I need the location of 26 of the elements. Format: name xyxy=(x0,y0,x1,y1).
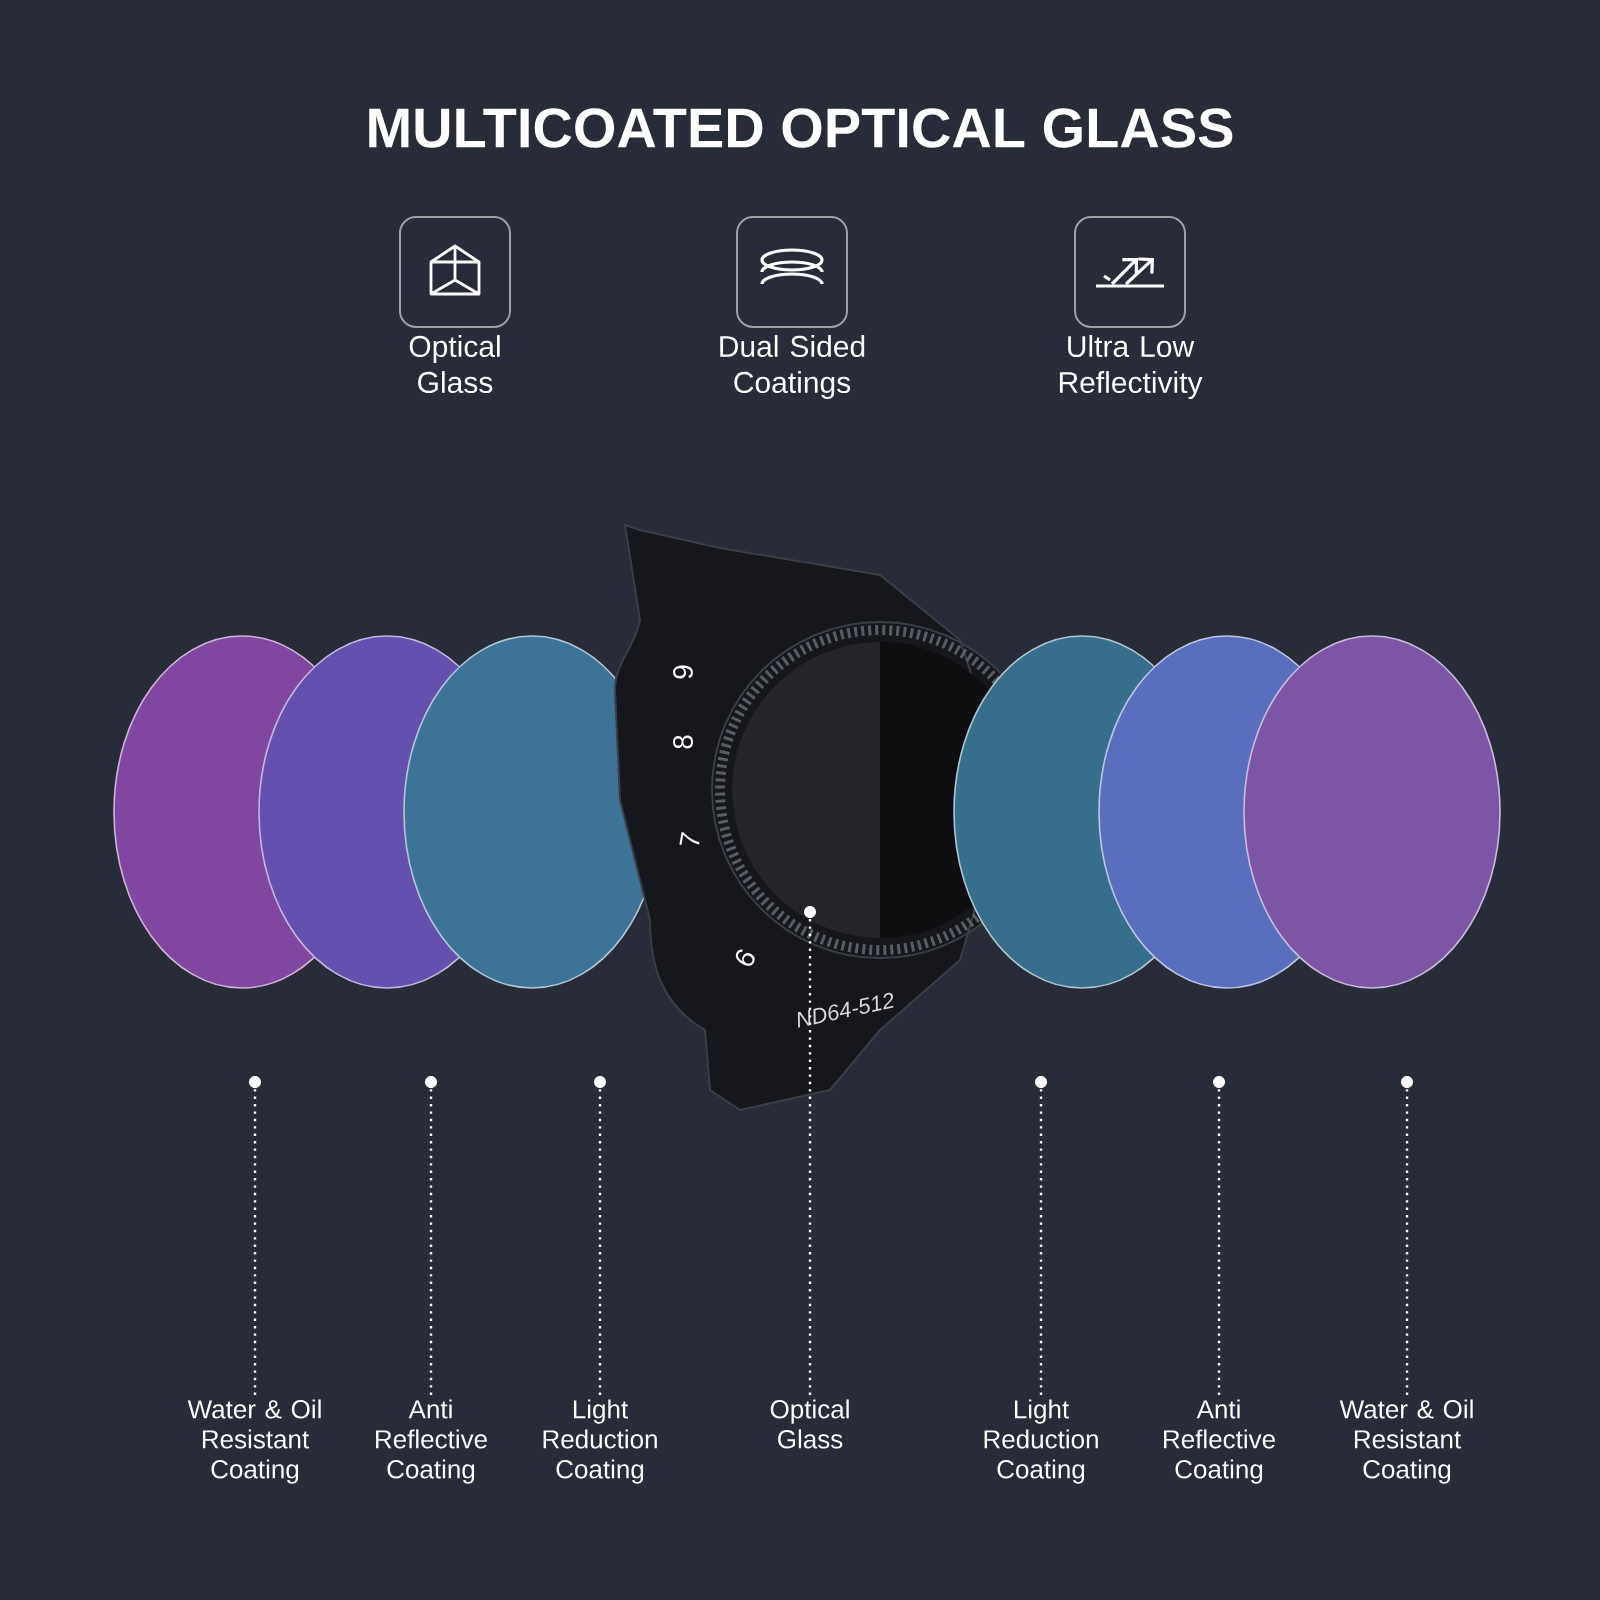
icon-card: Optical Glass xyxy=(399,216,511,394)
leader-line xyxy=(253,1088,257,1395)
coating-label: Anti Reflective Coating xyxy=(1164,1399,1275,1484)
dial-number: 6 xyxy=(735,949,755,966)
dial-number: 7 xyxy=(679,832,700,845)
coating-label: Light Reduction Coating xyxy=(984,1399,1098,1484)
dial-number: 9 xyxy=(673,665,693,679)
leader-line xyxy=(808,918,812,1395)
leader-line xyxy=(1217,1088,1221,1395)
coating-label: Light Reduction Coating xyxy=(543,1399,657,1484)
coating-label: Optical Glass xyxy=(770,1399,849,1449)
icon-card: Ultra Low Reflectivity xyxy=(1059,216,1203,399)
model-marking: ND64-512 xyxy=(797,992,894,1028)
node-label: Optical Glass xyxy=(409,335,500,394)
dial-number: 8 xyxy=(673,735,693,749)
coating-label: Water & Oil Resistant Coating xyxy=(1339,1399,1473,1484)
node-label: Dual Sided Coatings xyxy=(720,335,865,400)
node-label: Ultra Low Reflectivity xyxy=(1059,335,1203,400)
leader-line xyxy=(598,1088,602,1395)
icon-card: Dual Sided Coatings xyxy=(720,216,865,399)
leader-line xyxy=(1405,1088,1409,1395)
leader-line xyxy=(1039,1088,1043,1395)
coating-label: Anti Reflective Coating xyxy=(376,1399,487,1484)
title: MULTICOATED OPTICAL GLASS xyxy=(369,108,1233,148)
coating-label: Water & Oil Resistant Coating xyxy=(187,1399,321,1484)
leader-line xyxy=(429,1088,433,1395)
